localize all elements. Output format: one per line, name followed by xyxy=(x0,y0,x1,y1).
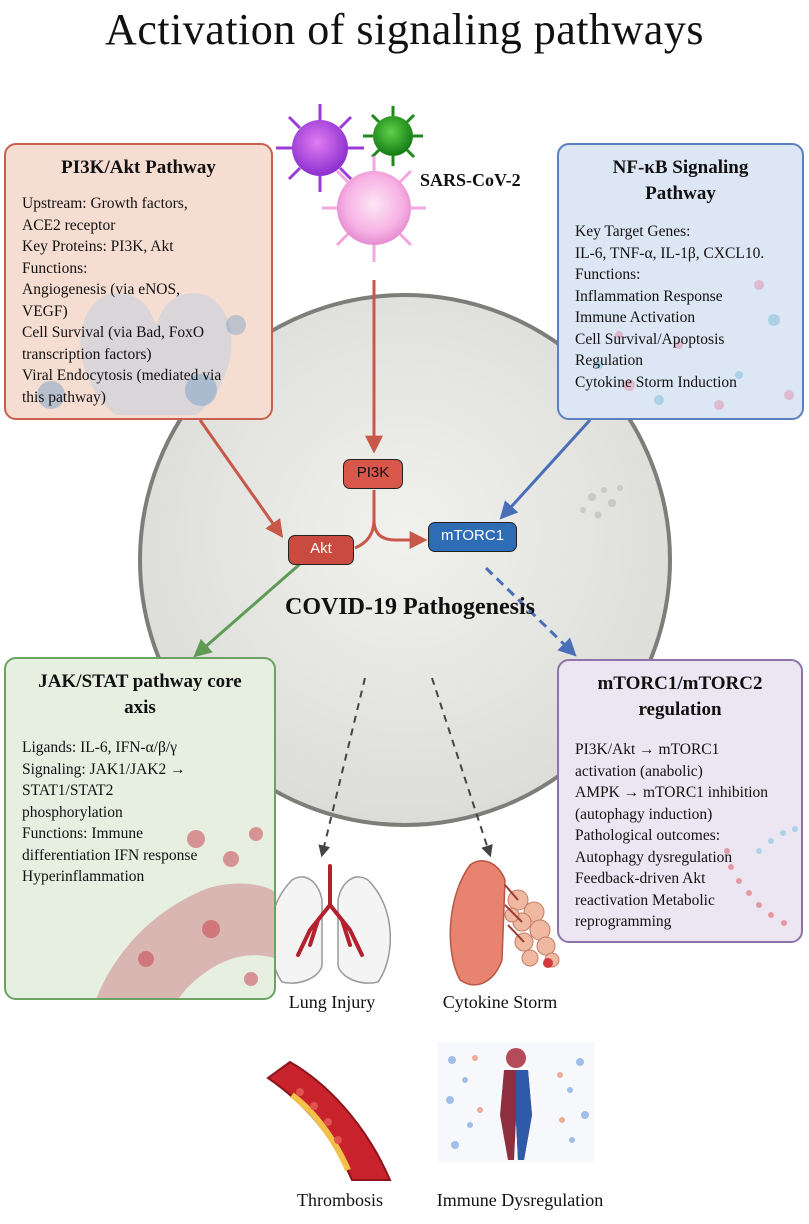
outcome-cytokine-storm: Cytokine Storm xyxy=(442,992,558,1012)
jak-line: Hyperinflammation xyxy=(22,868,145,885)
pi3k-line: transcription factors) xyxy=(22,345,152,363)
arrow-pi3k-split xyxy=(372,519,428,549)
outcome-thrombosis: Thrombosis xyxy=(296,1190,383,1210)
pi3k-akt-pathway-box: PI3K/Akt Pathway Upstream: Growth factor… xyxy=(4,143,273,420)
nfkb-line: Inflammation Response xyxy=(575,287,723,305)
pi3k-line: Cell Survival (via Bad, FoxO xyxy=(22,324,205,341)
mtor-line: Pathological outcomes: xyxy=(575,827,721,844)
arrow-to-cytokine xyxy=(431,677,493,858)
jak-line: Signaling: JAK1/JAK2 → xyxy=(22,760,186,778)
outcome-immune-dysregulation: Immune Dysregulation xyxy=(436,1190,604,1210)
diagram-title: Activation of signaling pathways xyxy=(105,5,704,54)
jak-line: phosphorylation xyxy=(22,803,123,821)
nfkb-box-text: Key Target Genes: IL-6, TNF-α, IL-1β, CX… xyxy=(575,221,802,393)
mtor-line: Feedback-driven Akt xyxy=(575,870,706,887)
jak-line: STAT1/STAT2 xyxy=(22,782,114,799)
mtor-line: activation (anabolic) xyxy=(575,762,703,780)
pi3k-line: Functions: xyxy=(22,259,88,277)
arrow-nfkb-to-mtorc1 xyxy=(499,418,592,520)
virus-green-icon xyxy=(363,106,423,166)
jak-line: Ligands: IL-6, IFN-α/β/γ xyxy=(22,739,178,756)
virus-label: SARS-CoV-2 xyxy=(420,170,521,190)
nfkb-pathway-box: NF-κB Signaling Pathway Key Target Genes… xyxy=(557,143,804,420)
jak-line: Functions: Immune xyxy=(22,825,143,842)
arrow-akt-to-jak xyxy=(193,562,301,658)
immune-figure-icon xyxy=(438,1042,594,1162)
arrow-mtorc1-to-mtor-box xyxy=(484,566,577,657)
nfkb-line: Regulation xyxy=(575,352,644,369)
mtor-line: PI3K/Akt → mTORC1 xyxy=(575,741,720,758)
mtor-line: reactivation Metabolic xyxy=(575,891,715,909)
mtor-box-title: mTORC1/mTORC2 regulation xyxy=(597,673,763,720)
mtor-line: Autophagy dysregulation xyxy=(575,848,733,866)
center-label: COVID-19 Pathogenesis xyxy=(285,594,535,620)
nfkb-line: Key Target Genes: xyxy=(575,223,691,240)
virus-purple-icon xyxy=(276,104,364,192)
nfkb-line: IL-6, TNF-α, IL-1β, CXCL10. xyxy=(575,244,765,262)
jak-box-text: Ligands: IL-6, IFN-α/β/γ Signaling: JAK1… xyxy=(22,737,274,888)
arrow-pi3kbox-to-akt xyxy=(198,419,284,538)
akt-node: Akt xyxy=(288,535,354,565)
alveoli-icon xyxy=(449,860,560,986)
jak-line: differentiation IFN response xyxy=(22,846,198,864)
virus-pink-icon xyxy=(322,156,426,262)
mtor-line: AMPK → mTORC1 inhibition xyxy=(575,784,769,801)
pi3k-line: Key Proteins: PI3K, Akt xyxy=(22,238,174,255)
nfkb-line: Cytokine Storm Induction xyxy=(575,373,737,391)
pi3k-line: Angiogenesis (via eNOS, xyxy=(22,281,180,298)
mtorc-regulation-box: mTORC1/mTORC2 regulation PI3K/Akt → mTOR… xyxy=(557,659,803,943)
pi3k-line: VEGF) xyxy=(22,302,68,320)
pi3k-line: Upstream: Growth factors, xyxy=(22,195,188,212)
pi3k-box-text: Upstream: Growth factors, ACE2 receptor … xyxy=(22,193,271,408)
pi3k-box-title: PI3K/Akt Pathway xyxy=(61,157,216,178)
nfkb-line: Cell Survival/Apoptosis xyxy=(575,330,725,348)
jak-stat-pathway-box: JAK/STAT pathway core axis Ligands: IL-6… xyxy=(4,657,276,1000)
arrow-to-lung xyxy=(318,677,366,858)
mtor-line: (autophagy induction) xyxy=(575,805,713,823)
vesicle-dots xyxy=(580,485,623,519)
jak-box-title: JAK/STAT pathway core axis xyxy=(38,671,242,718)
pi3k-line: Viral Endocytosis (mediated via xyxy=(22,367,222,384)
pi3k-line: ACE2 receptor xyxy=(22,216,116,234)
outcome-lung-injury: Lung Injury xyxy=(288,992,376,1012)
pi3k-line: this pathway) xyxy=(22,388,106,406)
mtor-line: reprogramming xyxy=(575,913,672,930)
nfkb-box-title: NF-κB Signaling Pathway xyxy=(612,157,749,204)
mtor-box-text: PI3K/Akt → mTORC1 activation (anabolic) … xyxy=(575,739,801,933)
thrombosis-icon xyxy=(266,1060,392,1181)
lung-icon xyxy=(268,864,392,984)
nfkb-line: Functions: xyxy=(575,266,641,283)
nfkb-line: Immune Activation xyxy=(575,309,696,326)
pi3k-node: PI3K xyxy=(343,459,403,489)
mtorc1-node: mTORC1 xyxy=(428,522,517,552)
